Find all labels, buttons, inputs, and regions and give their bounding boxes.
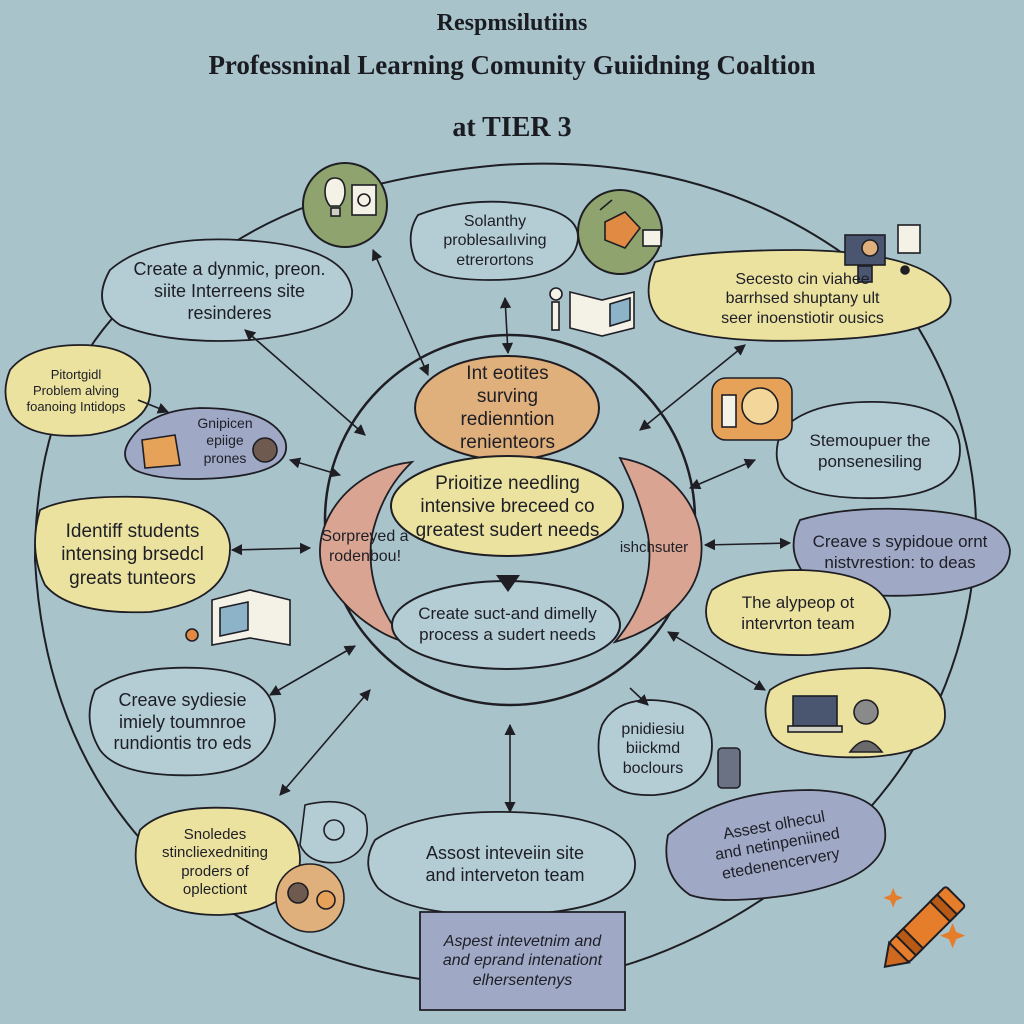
phone-icon — [717, 747, 741, 789]
lightbulb-document-icon-circle — [302, 162, 388, 248]
right-petal — [612, 456, 703, 644]
title-line-1: Respmsilutiins — [436, 10, 588, 36]
open-book-icon — [185, 589, 291, 646]
connector-arrows — [137, 248, 792, 814]
down-arrow-icon — [496, 575, 520, 592]
people-discussion-icon — [275, 800, 369, 933]
title-line-2: Professninal Learning Comunity Guiidning… — [208, 50, 816, 80]
folder-person-icon — [141, 434, 278, 469]
puzzle-team-icon — [599, 199, 662, 249]
clock-icon — [711, 377, 793, 441]
lightbulb-document-icon — [324, 177, 377, 217]
laptop-thinking-person-icon — [787, 695, 884, 753]
title-line-3: at TIER 3 — [452, 112, 572, 143]
crayon-icon — [883, 886, 966, 968]
computer-chart-icon — [844, 224, 921, 283]
book-lightbulb-icon — [549, 287, 635, 337]
bubble-top-left: Create a dynmic, preon.siite Interreens … — [133, 259, 326, 323]
center-middle-ellipse — [390, 455, 624, 557]
right-petal-text: ishchsuter — [619, 538, 689, 556]
